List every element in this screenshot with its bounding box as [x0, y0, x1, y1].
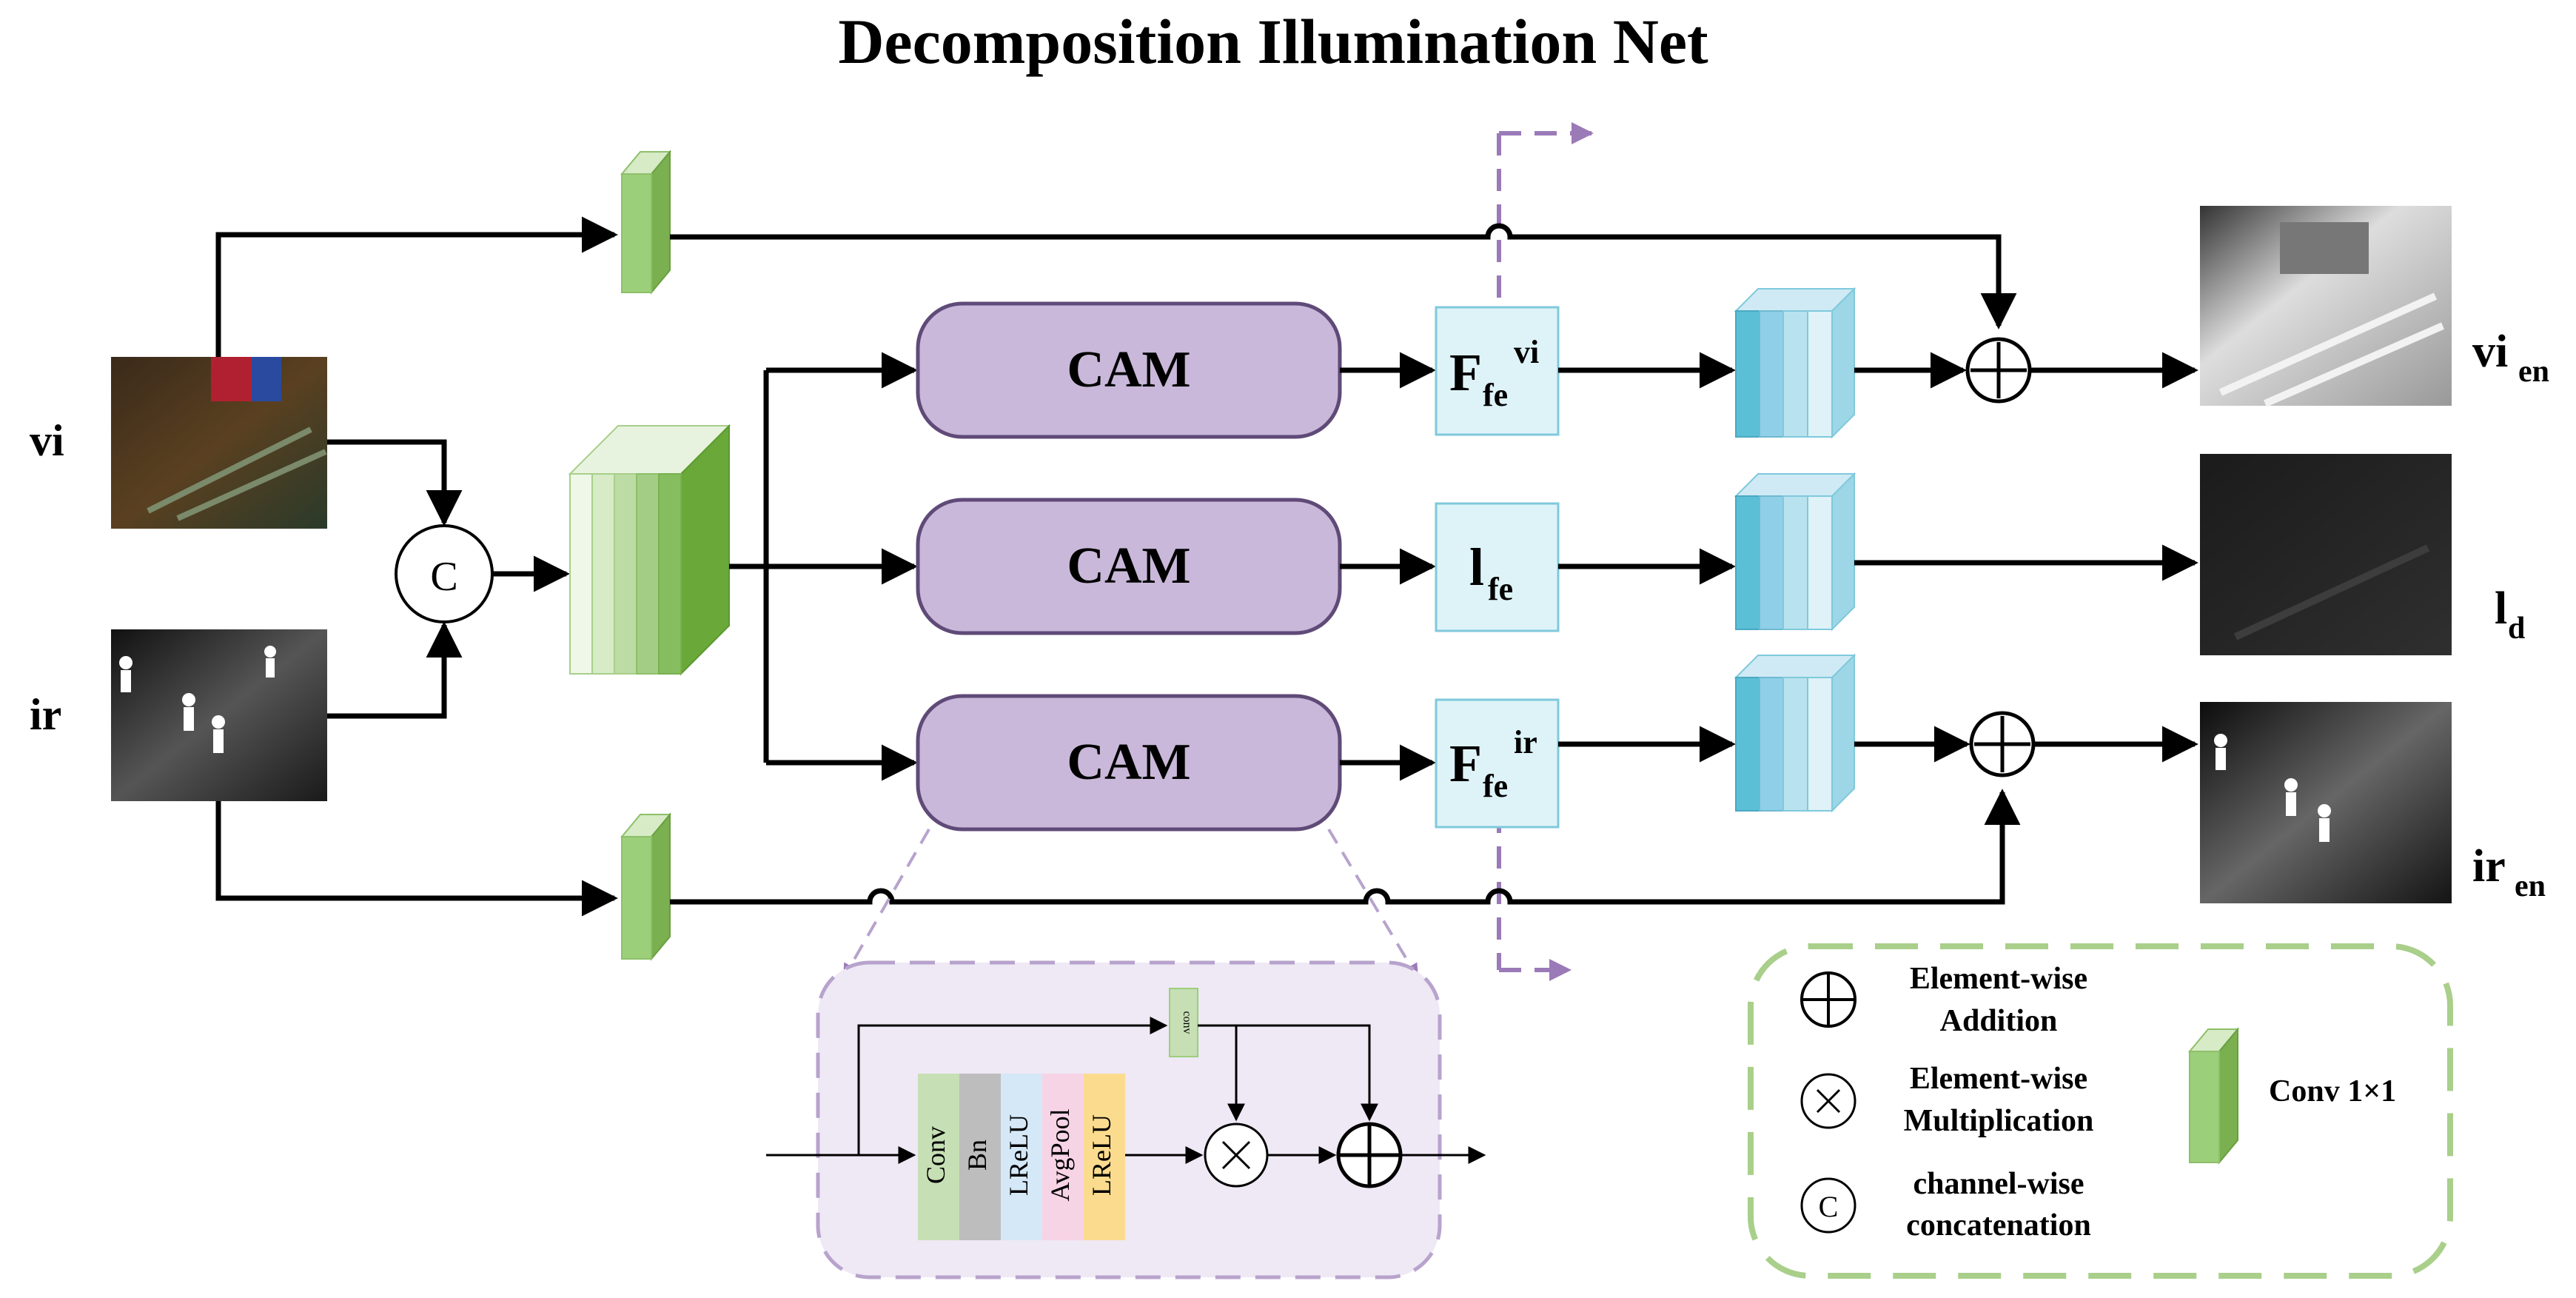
detail-layer-avgpool-label: AvgPool: [1045, 1108, 1075, 1201]
feature-vi-sub: fe: [1483, 377, 1508, 413]
feature-vi-main: F: [1449, 343, 1482, 402]
detail-layer-lrelu-2: [1084, 1074, 1125, 1240]
ir-to-concat-arrow: [327, 621, 463, 719]
legend-mult-line1: Element-wise: [1910, 1062, 2087, 1096]
detail-layer-conv-label: Conv: [921, 1126, 950, 1184]
legend-mult-line2: Multiplication: [1904, 1104, 2094, 1138]
vi-to-concat-arrow: [327, 439, 463, 526]
feature-box-vi: F fe vi: [1435, 306, 1560, 436]
blue-stack-1: [1734, 287, 1856, 439]
ld-main: l: [2495, 583, 2507, 634]
feature-vi-sup: vi: [1514, 334, 1539, 370]
cam-label-1: CAM: [1067, 341, 1190, 398]
concat-feature-stack: [568, 424, 731, 676]
cam-module-2: CAM: [916, 498, 1342, 635]
ld-output-image: [2200, 454, 2452, 655]
ir-en-sub: en: [2515, 869, 2546, 903]
conv1x1-top: [620, 150, 672, 295]
ir-en-output-image: [2200, 702, 2452, 903]
vi-skip-to-add-arrow: [670, 223, 2017, 329]
detail-layer-lrelu-1: [1001, 1074, 1042, 1240]
legend-concat-symbol: C: [1819, 1190, 1839, 1223]
legend-concat-line1: channel-wise: [1913, 1167, 2084, 1201]
vi-en-main: vi: [2472, 327, 2508, 377]
detail-layer-lrelu-2-label: LReLU: [1087, 1114, 1116, 1196]
add-node-ir: [1969, 711, 2036, 777]
detail-skip-to-conv-arrow: [857, 1017, 1168, 1155]
ld-sub: d: [2508, 612, 2525, 646]
detail-side-conv: [1169, 988, 1198, 1057]
legend-concat-line2: concatenation: [1906, 1208, 2091, 1242]
feature-l-main: l: [1469, 538, 1484, 597]
conv1x1-bottom: [620, 812, 672, 961]
add-node-vi: [1965, 337, 2032, 404]
blue-stack-2: [1734, 472, 1856, 632]
legend-multiply-icon: [1800, 1073, 1856, 1129]
feature-ir-sub: fe: [1483, 768, 1508, 804]
vi-label: vi: [30, 416, 64, 465]
feature-l-sub: fe: [1488, 571, 1513, 607]
feature-box-l: l fe: [1435, 502, 1560, 632]
cam-module-3: CAM: [916, 694, 1342, 832]
ir-en-main: ir: [2472, 841, 2506, 891]
detail-layer-bn: [959, 1074, 1001, 1240]
feature-ir-main: F: [1449, 734, 1482, 793]
legend-panel: Element-wise Addition Element-wise Multi…: [1748, 943, 2453, 1279]
legend-addition-line2: Addition: [1940, 1004, 2058, 1038]
legend-conv-icon: [2187, 1027, 2240, 1165]
cam-label-3: CAM: [1067, 734, 1190, 791]
detail-layer-conv: [918, 1074, 959, 1240]
ir-label: ir: [30, 690, 61, 739]
feature-ir-sup: ir: [1514, 724, 1537, 760]
cam-detail-panel: Conv Bn LReLU AvgPool LReLU conv: [766, 960, 1486, 1279]
vi-skip-arrow: [215, 216, 618, 357]
vi-en-label: vi en: [2472, 327, 2549, 389]
ir-en-label: ir en: [2472, 841, 2546, 903]
blue-stack-3: [1734, 653, 1856, 813]
cam-label-2: CAM: [1067, 538, 1190, 595]
ld-label: l d: [2495, 583, 2525, 646]
vi-en-output-image: [2200, 206, 2452, 407]
feature-box-ir: F fe ir: [1435, 698, 1560, 829]
vi-en-sub: en: [2518, 355, 2549, 389]
detail-conv-to-add-arrow: [1236, 1024, 1378, 1122]
legend-concat-icon: C: [1800, 1177, 1856, 1234]
ir-skip-arrow: [215, 801, 618, 917]
legend-add-icon: [1800, 971, 1856, 1028]
legend-addition-line1: Element-wise: [1910, 962, 2087, 996]
vi-input-image: [111, 357, 327, 529]
detail-side-conv-label: conv: [1181, 1011, 1193, 1034]
legend-conv-label: Conv 1×1: [2269, 1074, 2396, 1108]
cam-module-1: CAM: [916, 301, 1342, 439]
cam-expand-line-right: [1327, 828, 1419, 979]
cam-expand-line-left: [842, 829, 930, 979]
detail-layer-bn-label: Bn: [962, 1140, 992, 1171]
detail-layer-avgpool: [1042, 1074, 1084, 1240]
detail-multiply-node: [1204, 1123, 1269, 1188]
ir-input-image: [111, 629, 327, 801]
diagram-title: Decomposition Illumination Net: [838, 6, 1708, 77]
detail-add-node: [1336, 1122, 1403, 1188]
detail-layer-lrelu-1-label: LReLU: [1004, 1114, 1033, 1196]
ir-skip-to-add-arrow: [670, 789, 2021, 905]
concat-symbol: C: [430, 554, 457, 600]
